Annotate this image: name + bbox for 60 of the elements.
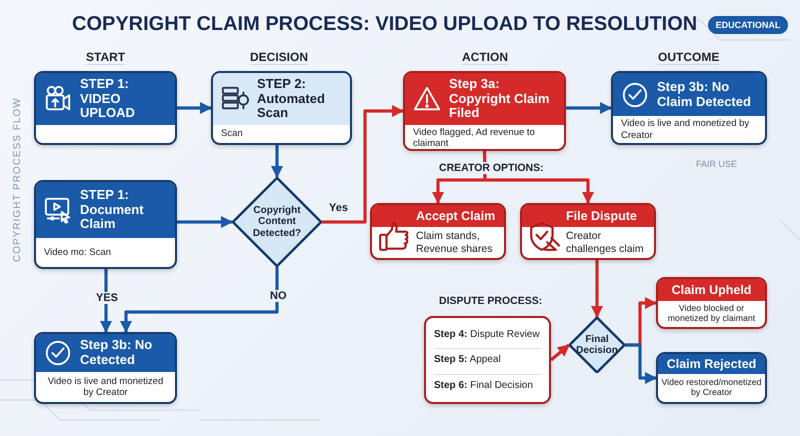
step-title: File Dispute xyxy=(566,209,637,223)
process-card xyxy=(34,71,177,145)
process-card xyxy=(34,332,177,404)
section-heading: CREATOR OPTIONS: xyxy=(437,162,546,174)
column-heading: START xyxy=(86,50,126,65)
step-description: Video blocked or monetized by claimant xyxy=(666,304,756,324)
category-badge: EDUCATIONAL xyxy=(708,16,788,34)
step-title: Claim Upheld xyxy=(672,283,752,297)
step-title: Claim Rejected xyxy=(666,357,756,371)
process-list-box xyxy=(424,316,551,404)
process-step: Step 5: Appeal xyxy=(434,348,541,370)
column-heading: OUTCOME xyxy=(658,50,720,65)
decision-diamond xyxy=(569,317,625,373)
arrow xyxy=(120,267,279,333)
step-description: Video is live and monetized by Creator xyxy=(46,376,164,398)
edge-label: Yes xyxy=(327,202,350,214)
step-title: Accept Claim xyxy=(416,209,496,223)
arrow xyxy=(566,102,612,114)
decision-text: Final Decision xyxy=(575,334,619,356)
process-card xyxy=(34,180,177,269)
step-title: STEP 1: VIDEO UPLOAD xyxy=(80,77,136,121)
process-step: Step 6: Final Decision xyxy=(434,374,541,396)
arrow xyxy=(177,216,233,228)
process-card xyxy=(520,203,656,260)
background-caption: FAIR USE xyxy=(696,159,738,169)
process-card xyxy=(656,277,767,329)
arrow xyxy=(322,105,404,224)
arrow xyxy=(550,344,570,362)
arrow xyxy=(482,150,594,204)
step-description: Video is live and monetized by Creator xyxy=(621,118,750,141)
side-caption: COPYRIGHT PROCESS FLOW xyxy=(12,97,23,262)
step-title: Step 3a: Copyright Claim Filed xyxy=(449,77,550,121)
decision-text: Copyright Content Detected? xyxy=(252,204,302,240)
edge-label: YES xyxy=(94,292,120,304)
step-description: Scan xyxy=(221,128,243,140)
section-heading: DISPUTE PROCESS: xyxy=(437,295,544,307)
arrow xyxy=(625,343,657,384)
process-card xyxy=(403,71,566,151)
process-step: Step 4: Dispute Review xyxy=(434,324,541,345)
process-card xyxy=(656,352,767,404)
process-card xyxy=(370,203,506,260)
edge-label: NO xyxy=(268,290,288,302)
step-description: Video flagged, Ad revenue to claimant xyxy=(413,126,536,149)
step-title: Step 3b: No Claim Detected xyxy=(657,80,752,110)
diagram-title: COPYRIGHT CLAIM PROCESS: VIDEO UPLOAD TO RESOLUTION xyxy=(72,13,698,36)
step-title: Step 3b: No Cetected xyxy=(80,338,154,368)
step-description: Creator challenges claim xyxy=(566,230,645,256)
step-description: Video restored/monetized by Creator xyxy=(661,378,762,398)
arrow xyxy=(177,102,212,114)
process-card xyxy=(211,71,352,145)
column-heading: ACTION xyxy=(462,50,508,65)
process-card xyxy=(611,71,767,145)
step-description: Video mo: Scan xyxy=(44,246,111,258)
step-description: Claim stands, Revenue shares xyxy=(416,230,494,256)
column-heading: DECISION xyxy=(250,50,308,65)
arrow xyxy=(591,260,603,318)
decision-diamond xyxy=(232,177,322,267)
step-title: STEP 2: Automated Scan xyxy=(257,77,326,121)
arrow xyxy=(271,145,283,178)
step-title: STEP 1: Document Claim xyxy=(80,188,145,232)
